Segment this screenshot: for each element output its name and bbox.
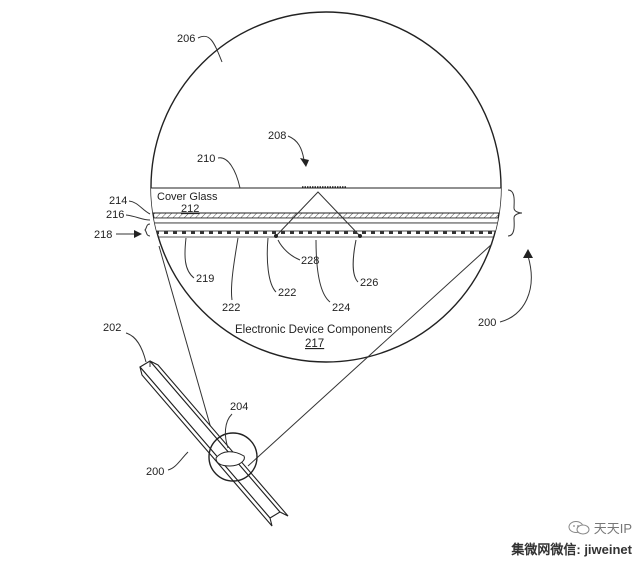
sensor-element	[344, 231, 348, 234]
leader-200-left	[167, 451, 189, 471]
ref-200-left: 200	[146, 466, 164, 478]
ref-202: 202	[103, 322, 121, 334]
brace-200-right	[507, 189, 523, 237]
sensor-element	[362, 231, 366, 234]
leader-206	[197, 35, 223, 63]
leader-214	[128, 200, 151, 215]
leader-208	[287, 135, 305, 161]
sensor-element	[425, 231, 429, 234]
sensor-element	[470, 231, 474, 234]
leader-222b	[266, 237, 277, 293]
cover-glass-label: Cover Glass	[157, 191, 218, 203]
arrowhead-200	[523, 249, 533, 258]
cover-glass-layer	[151, 187, 501, 214]
sensor-element	[227, 231, 231, 234]
sensor-element	[263, 231, 267, 234]
leader-204	[224, 413, 233, 449]
components-label: Electronic Device Components	[235, 324, 392, 336]
sensor-element	[434, 231, 438, 234]
sensor-element	[182, 231, 186, 234]
leader-222a	[231, 237, 239, 301]
leader-224	[315, 239, 331, 303]
ref-228: 228	[301, 255, 319, 267]
ref-200-right: 200	[478, 317, 496, 329]
sensor-element	[380, 231, 384, 234]
sensor-element	[290, 231, 294, 234]
sensor-element	[173, 231, 177, 234]
sensor-element	[371, 231, 375, 234]
ref-218: 218	[94, 229, 112, 241]
leader-216	[125, 214, 151, 221]
sensor-element	[236, 231, 240, 234]
sensor-element	[281, 231, 285, 234]
cover-glass-ref: 212	[181, 203, 199, 215]
sensor-element	[164, 231, 168, 234]
sensor-element	[416, 231, 420, 234]
sensor-element	[245, 231, 249, 234]
sensor-element	[497, 231, 501, 234]
leader-228	[277, 239, 301, 261]
leader-202	[125, 332, 147, 363]
arrowhead-208	[300, 158, 309, 167]
watermark: 天天IP 集微网微信: jiweinet	[511, 518, 632, 558]
sensor-element	[452, 231, 456, 234]
sensor-element	[389, 231, 393, 234]
ref-222b: 222	[278, 287, 296, 299]
sensor-element	[353, 231, 357, 234]
sensor-element	[272, 231, 276, 234]
sensor-element	[326, 231, 330, 234]
sensor-element	[488, 231, 492, 234]
fingerprint-sensor-element	[215, 451, 245, 467]
ref-214: 214	[109, 195, 127, 207]
leader-219	[184, 237, 195, 279]
device-body	[139, 360, 289, 527]
ref-219: 219	[196, 273, 214, 285]
sensor-element	[407, 231, 411, 234]
ref-226: 226	[360, 277, 378, 289]
sensor-element	[479, 231, 483, 234]
leader-210	[217, 157, 241, 189]
ref-216: 216	[106, 209, 124, 221]
brace-218	[144, 223, 151, 237]
thin-layer	[151, 217, 501, 224]
light-ray-paths	[275, 191, 361, 237]
detail-region-circle	[208, 432, 258, 482]
ray-detector-dot	[358, 234, 362, 238]
sensor-element	[506, 231, 510, 234]
leader-226	[352, 239, 359, 283]
sensor-element	[308, 231, 312, 234]
sensor-element	[443, 231, 447, 234]
watermark-handle: 集微网微信: jiweinet	[511, 542, 632, 557]
sensor-element	[335, 231, 339, 234]
projection-line-left	[158, 245, 217, 447]
sensor-element	[209, 231, 213, 234]
sensor-element	[191, 231, 195, 234]
sensor-element	[398, 231, 402, 234]
ref-210: 210	[197, 153, 215, 165]
ref-224: 224	[332, 302, 350, 314]
sensor-element	[461, 231, 465, 234]
wechat-icon	[568, 520, 590, 534]
sensor-element	[317, 231, 321, 234]
ref-208: 208	[268, 130, 286, 142]
layer-stack	[151, 186, 510, 238]
watermark-brand: 天天IP	[511, 518, 632, 537]
components-ref: 217	[305, 338, 324, 350]
watermark-brand-text: 天天IP	[593, 521, 632, 536]
ref-206: 206	[177, 33, 195, 45]
magnified-view-circle	[150, 11, 502, 363]
sensor-element	[254, 231, 258, 234]
ray-emitter-dot	[274, 234, 278, 238]
ref-204: 204	[230, 401, 248, 413]
leader-200-right	[499, 255, 532, 323]
sensor-elements	[155, 231, 510, 234]
sensor-element	[218, 231, 222, 234]
ref-222a: 222	[222, 302, 240, 314]
projection-line-right	[247, 243, 493, 467]
arrowhead-218	[134, 230, 142, 238]
sensor-layer	[151, 222, 501, 232]
sensor-element	[299, 231, 303, 234]
sensor-element	[200, 231, 204, 234]
